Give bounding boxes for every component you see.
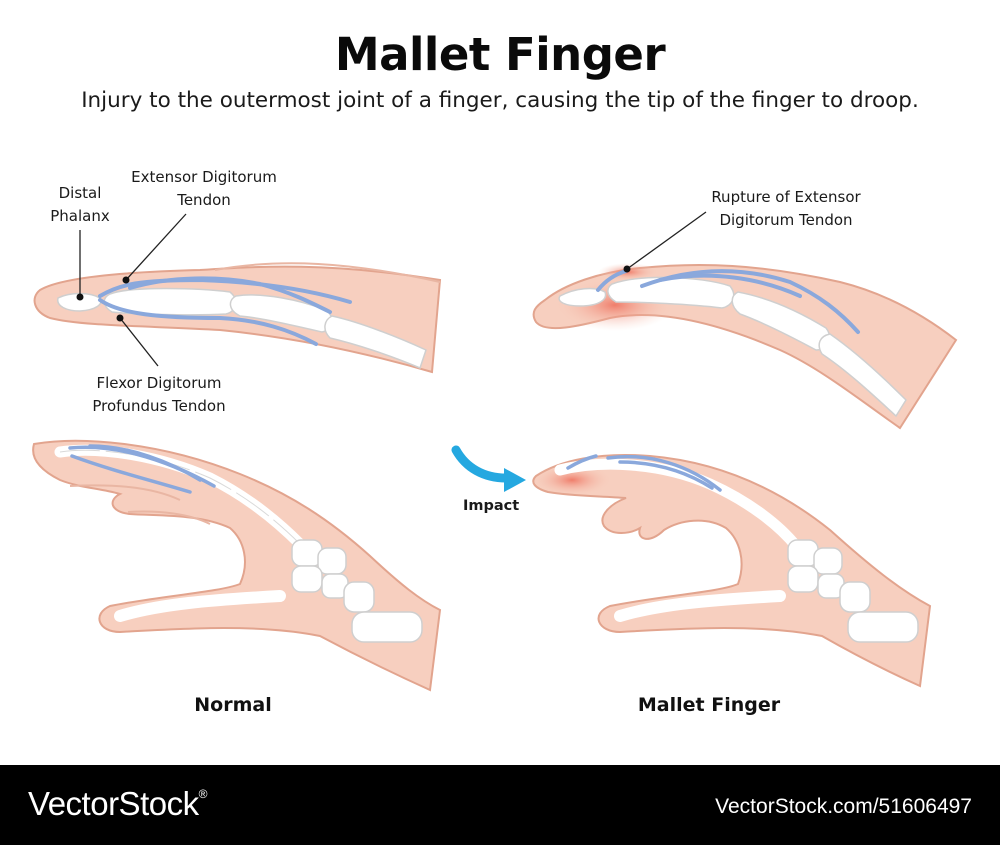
mallet-finger-closeup — [532, 263, 958, 430]
mallet-hand — [532, 453, 932, 688]
watermark-footer: VectorStock® VectorStock.com/51606497 — [0, 765, 1000, 845]
leader-line-rupture — [623, 211, 707, 273]
impact-arrow-icon — [451, 445, 526, 492]
leader-lines-normal — [76, 213, 187, 367]
page-title: Mallet Finger — [334, 28, 666, 81]
normal-hand — [32, 439, 442, 692]
label-extensor-digitorum-tendon: Extensor Digitorum Tendon — [131, 168, 277, 209]
normal-finger-closeup — [33, 262, 442, 374]
reference-url: VectorStock.com/51606497 — [715, 795, 972, 818]
caption-mallet-finger: Mallet Finger — [637, 694, 781, 716]
label-flexor-digitorum-profundus-tendon: Flexor Digitorum Profundus Tendon — [92, 374, 226, 415]
label-distal-phalanx: Distal Phalanx — [50, 184, 110, 225]
label-impact: Impact — [463, 498, 520, 514]
registered-mark: ® — [198, 787, 208, 801]
illustration-canvas — [32, 211, 958, 692]
caption-normal: Normal — [194, 694, 272, 716]
page-subtitle: Injury to the outermost joint of a finge… — [81, 88, 919, 113]
brand-logo: VectorStock® — [28, 785, 208, 822]
label-rupture-extensor-tendon: Rupture of Extensor Digitorum Tendon — [711, 188, 861, 229]
